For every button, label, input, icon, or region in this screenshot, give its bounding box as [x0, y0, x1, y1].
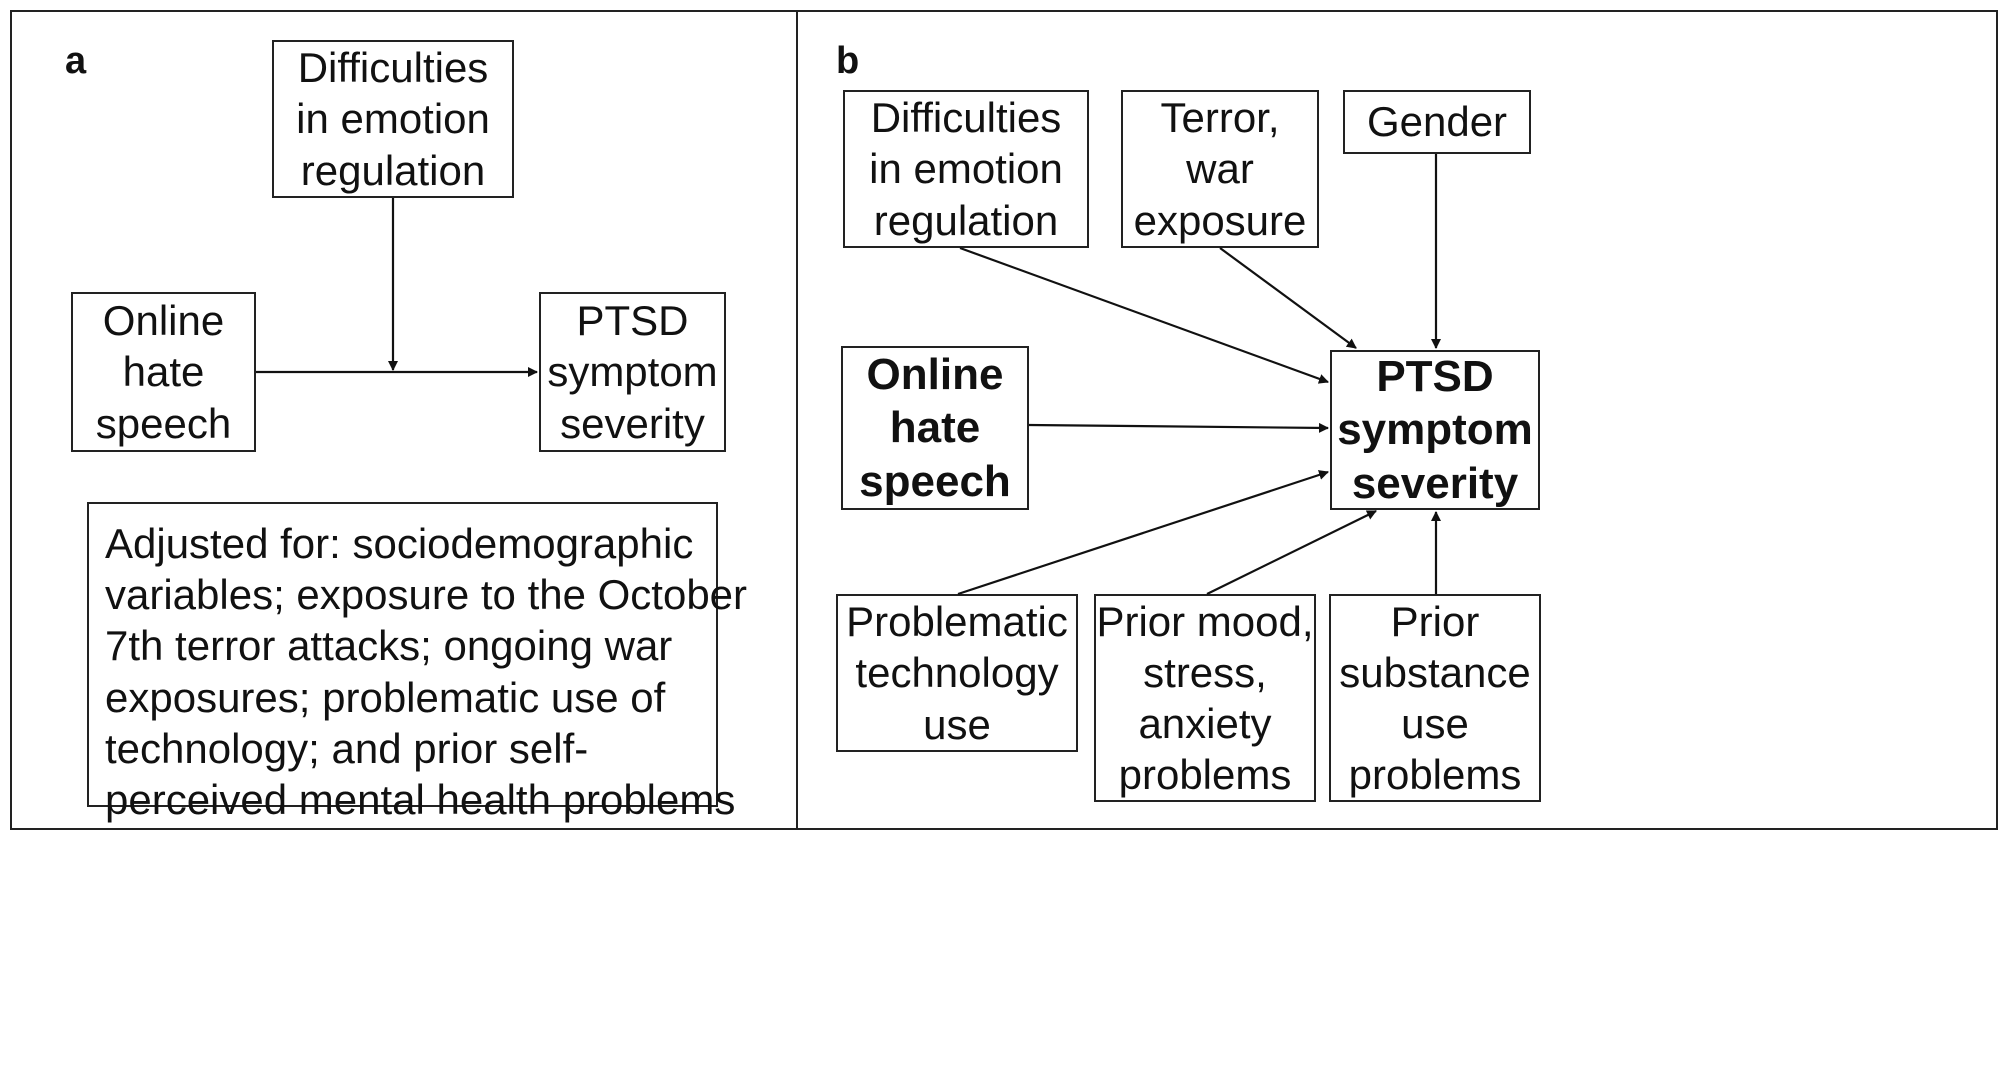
emotion-regulation-line-1: Difficulties: [870, 94, 1062, 142]
predictor-line-3: speech: [95, 399, 232, 447]
prior-substance-line-3: use: [1401, 700, 1469, 747]
outcome-b-line-2: symptom: [1337, 405, 1533, 455]
moderator-line-2: in emotion: [296, 95, 490, 143]
emotion-regulation-line-3: regulation: [873, 196, 1059, 244]
outcome-box-b: PTSD symptom severity: [1330, 350, 1540, 510]
moderator-line-3: regulation: [300, 146, 486, 194]
prior-mood-line-3: anxiety: [1138, 700, 1272, 747]
arrow-tech-to-outcome-b: [957, 470, 1329, 596]
predictor-b-line-3: speech: [859, 456, 1011, 506]
note-line-3: 7th terror attacks; ongoing war: [105, 622, 673, 670]
problematic-tech-box-b: Problematic technology use: [836, 594, 1078, 752]
prior-substance-line-4: problems: [1348, 751, 1522, 799]
problematic-tech-line-3: use: [923, 700, 991, 748]
predictor-line-1: Online: [102, 297, 225, 345]
outcome-line-3: severity: [560, 399, 705, 447]
gender-label: Gender: [1366, 98, 1508, 146]
prior-mood-line-1: Prior mood,: [1096, 597, 1314, 645]
prior-mood-box-b: Prior mood, stress, anxiety problems: [1094, 594, 1316, 802]
gender-box-b: Gender: [1343, 90, 1531, 154]
problematic-tech-line-1: Problematic: [846, 598, 1068, 646]
problematic-tech-line-2: technology: [855, 649, 1059, 697]
prior-substance-box-b: Prior substance use problems: [1329, 594, 1541, 802]
outcome-line-1: PTSD: [576, 297, 689, 345]
prior-mood-line-4: problems: [1118, 751, 1292, 799]
outcome-box-a: PTSD symptom severity: [539, 292, 726, 452]
adjusted-for-note: Adjusted for: sociodemographic variables…: [87, 502, 748, 823]
predictor-line-2: hate: [122, 348, 205, 396]
prior-substance-line-2: substance: [1339, 648, 1531, 696]
note-line-1: Adjusted for: sociodemographic: [105, 520, 694, 567]
emotion-regulation-line-2: in emotion: [869, 145, 1063, 193]
outcome-b-line-3: severity: [1351, 458, 1519, 508]
arrow-predictor-to-outcome-b: [1028, 422, 1329, 433]
prior-substance-line-1: Prior: [1390, 597, 1480, 645]
predictor-b-line-2: hate: [889, 403, 981, 453]
note-line-2: variables; exposure to the October: [105, 571, 748, 619]
panel-b-label: b: [836, 40, 860, 82]
note-line-5: technology; and prior self-: [105, 724, 589, 772]
arrow-emotion-to-outcome-b: [959, 246, 1329, 384]
outcome-b-line-1: PTSD: [1376, 351, 1494, 401]
prior-mood-line-2: stress,: [1143, 648, 1267, 696]
terror-war-line-1: Terror,: [1160, 94, 1280, 142]
terror-war-line-2: war: [1186, 145, 1254, 193]
panel-a-label: a: [65, 40, 87, 82]
outcome-line-2: symptom: [547, 348, 718, 396]
predictor-b-line-1: Online: [866, 349, 1004, 399]
note-line-4: exposures; problematic use of: [105, 673, 666, 721]
moderator-line-1: Difficulties: [297, 44, 489, 92]
predictor-box-a: Online hate speech: [71, 292, 256, 452]
moderator-box-a: Difficulties in emotion regulation: [272, 40, 514, 198]
note-line-6: perceived mental health problems: [105, 776, 736, 824]
terror-war-line-3: exposure: [1133, 196, 1307, 244]
arrow-mood-to-outcome-b: [1206, 510, 1377, 595]
predictor-box-b: Online hate speech: [841, 346, 1029, 510]
terror-war-box-b: Terror, war exposure: [1121, 90, 1319, 248]
emotion-regulation-box-b: Difficulties in emotion regulation: [843, 90, 1089, 248]
arrow-terror-to-outcome-b: [1219, 247, 1357, 349]
